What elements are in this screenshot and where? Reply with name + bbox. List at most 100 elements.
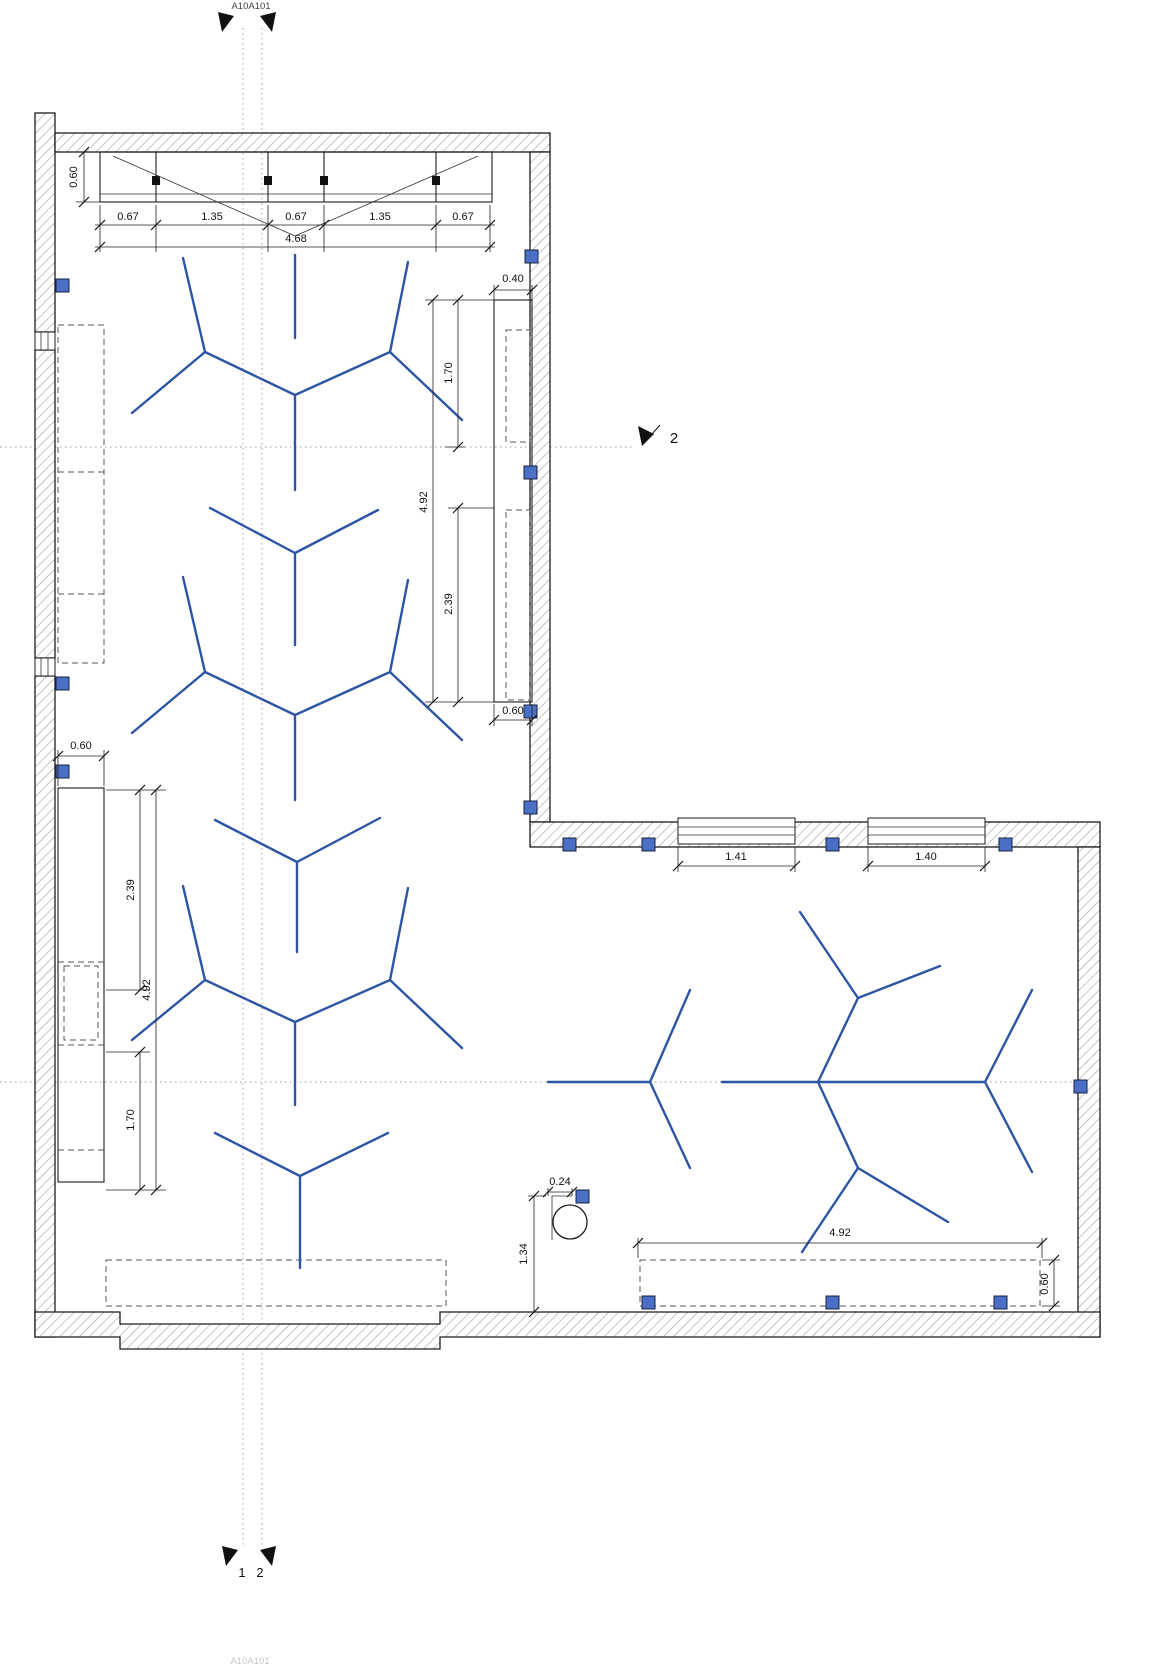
outlet-marker xyxy=(523,800,538,815)
outlet-marker xyxy=(55,278,70,293)
dim-label-cab-4: 1.35 xyxy=(369,211,390,223)
dim-ticks-top xyxy=(78,146,538,296)
outlet-marker xyxy=(641,837,656,852)
outlet-marker xyxy=(562,837,577,852)
fixture-cluster-wing xyxy=(720,910,1034,1254)
fixture-cluster-2 xyxy=(130,575,464,802)
dim-lines-windows xyxy=(677,847,986,872)
outlet-marker xyxy=(523,704,538,719)
dim-label-bottom-492: 4.92 xyxy=(829,1227,850,1239)
unit-left-upper xyxy=(57,324,105,664)
section-flag-bottom-right xyxy=(260,1546,276,1566)
fixture-y-wing xyxy=(546,988,692,1170)
cabinet-joint-2 xyxy=(264,176,272,185)
cabinet-dividers xyxy=(155,152,437,202)
unit-left-lower-inner xyxy=(63,965,99,1041)
dim-label-left-depth: 0.60 xyxy=(70,740,91,752)
cabinet-swing-lines xyxy=(112,155,479,237)
outlet-marker xyxy=(825,1295,840,1310)
cabinet-joint-3 xyxy=(320,176,328,185)
top-marker-label: A10A101 xyxy=(231,1,270,12)
section-label-bottom-2: 2 xyxy=(256,1565,263,1580)
section-flag-bottom-left xyxy=(222,1546,238,1566)
cabinet-right-inner-upper xyxy=(505,329,531,443)
outlet-marker xyxy=(993,1295,1008,1310)
outlet-markers xyxy=(55,249,1088,1310)
outlet-marker xyxy=(641,1295,656,1310)
dim-label-window-141: 1.41 xyxy=(725,851,746,863)
wall-bottom xyxy=(34,1311,1101,1350)
dim-lines-right xyxy=(425,299,533,726)
dim-ticks-bottom xyxy=(528,1186,1060,1318)
cabinet-right-outline xyxy=(493,299,533,703)
outlet-marker xyxy=(825,837,840,852)
column-bracket xyxy=(551,1195,572,1240)
unit-left-lower-dividers xyxy=(58,961,104,1151)
outlet-marker xyxy=(523,465,538,480)
dim-label-niche: 0.40 xyxy=(502,273,523,285)
outlet-marker xyxy=(55,676,70,691)
unit-left-upper-outline xyxy=(57,324,105,664)
section-flag-right xyxy=(638,426,654,446)
unit-left-lower xyxy=(57,787,105,1183)
section-flag-top-left xyxy=(218,12,234,32)
dim-label-left-239: 2.39 xyxy=(125,879,137,900)
dim-label-right-depth: 0.60 xyxy=(502,705,523,717)
fixture-cluster-3 xyxy=(130,884,464,1107)
wall-wing-top xyxy=(529,821,1101,848)
center-lines xyxy=(0,28,1078,1545)
dim-label-right-170: 1.70 xyxy=(443,362,455,383)
outlet-marker xyxy=(998,837,1013,852)
cabinet-run-outline xyxy=(99,151,493,203)
cabinet-right-column xyxy=(493,299,533,703)
unit-left-upper-dividers xyxy=(58,471,104,595)
window-wing-right xyxy=(867,817,986,845)
dim-label-134: 1.34 xyxy=(518,1243,530,1264)
counter-bottom-left-outline xyxy=(105,1259,447,1307)
dim-lines-left xyxy=(57,750,166,1191)
dim-lines-bottom xyxy=(528,1188,1060,1313)
dim-label-bottom-060: 0.60 xyxy=(1039,1273,1051,1294)
wall-left-segment-2 xyxy=(34,349,56,659)
dimensions: 0.60 0.67 1.35 0.67 1.35 0.67 4.68 0.40 … xyxy=(52,146,1060,1318)
dim-label-cab-5: 0.67 xyxy=(452,211,473,223)
column-detail xyxy=(551,1195,588,1240)
dim-label-cab-1: 0.67 xyxy=(117,211,138,223)
dim-label-top-depth: 0.60 xyxy=(68,166,80,187)
dim-label-left-170: 1.70 xyxy=(125,1109,137,1130)
dim-label-window-140: 1.40 xyxy=(915,851,936,863)
bottom-faint-label: A10A101 xyxy=(230,1656,269,1667)
dim-label-left-492: 4.92 xyxy=(141,979,153,1000)
window-left-lower xyxy=(34,657,56,677)
dim-label-cab-3: 0.67 xyxy=(285,211,306,223)
dim-ticks-windows xyxy=(672,860,991,872)
cabinet-joint-1 xyxy=(152,176,160,185)
outlet-marker xyxy=(55,764,70,779)
walls xyxy=(34,112,1101,1350)
fixture-y-1 xyxy=(208,506,380,647)
fixture-y-3 xyxy=(213,1131,390,1270)
counter-bottom-right xyxy=(639,1259,1041,1307)
outlet-marker xyxy=(575,1189,590,1204)
section-markers: A10A101 2 1 2 A10A101 xyxy=(218,1,678,1667)
wall-top xyxy=(54,132,551,153)
ceiling-fixtures xyxy=(130,253,1034,1270)
dim-label-cab-2: 1.35 xyxy=(201,211,222,223)
unit-left-lower-outline xyxy=(57,787,105,1183)
outlet-marker xyxy=(524,249,539,264)
dim-label-024: 0.24 xyxy=(549,1176,570,1188)
dim-label-right-239: 2.39 xyxy=(443,593,455,614)
window-left-upper xyxy=(34,331,56,351)
dim-ticks-left xyxy=(52,750,162,1196)
outlet-marker xyxy=(1073,1079,1088,1094)
window-wing-left xyxy=(677,817,796,845)
section-flag-right-tail xyxy=(651,424,661,435)
counter-bottom-right-outline xyxy=(639,1259,1041,1307)
wall-left-segment-1 xyxy=(34,112,56,333)
fixture-y-2 xyxy=(213,816,382,954)
counter-bottom-left xyxy=(105,1259,447,1307)
section-label-bottom-1: 1 xyxy=(238,1565,245,1580)
dim-ticks-right xyxy=(427,294,538,726)
